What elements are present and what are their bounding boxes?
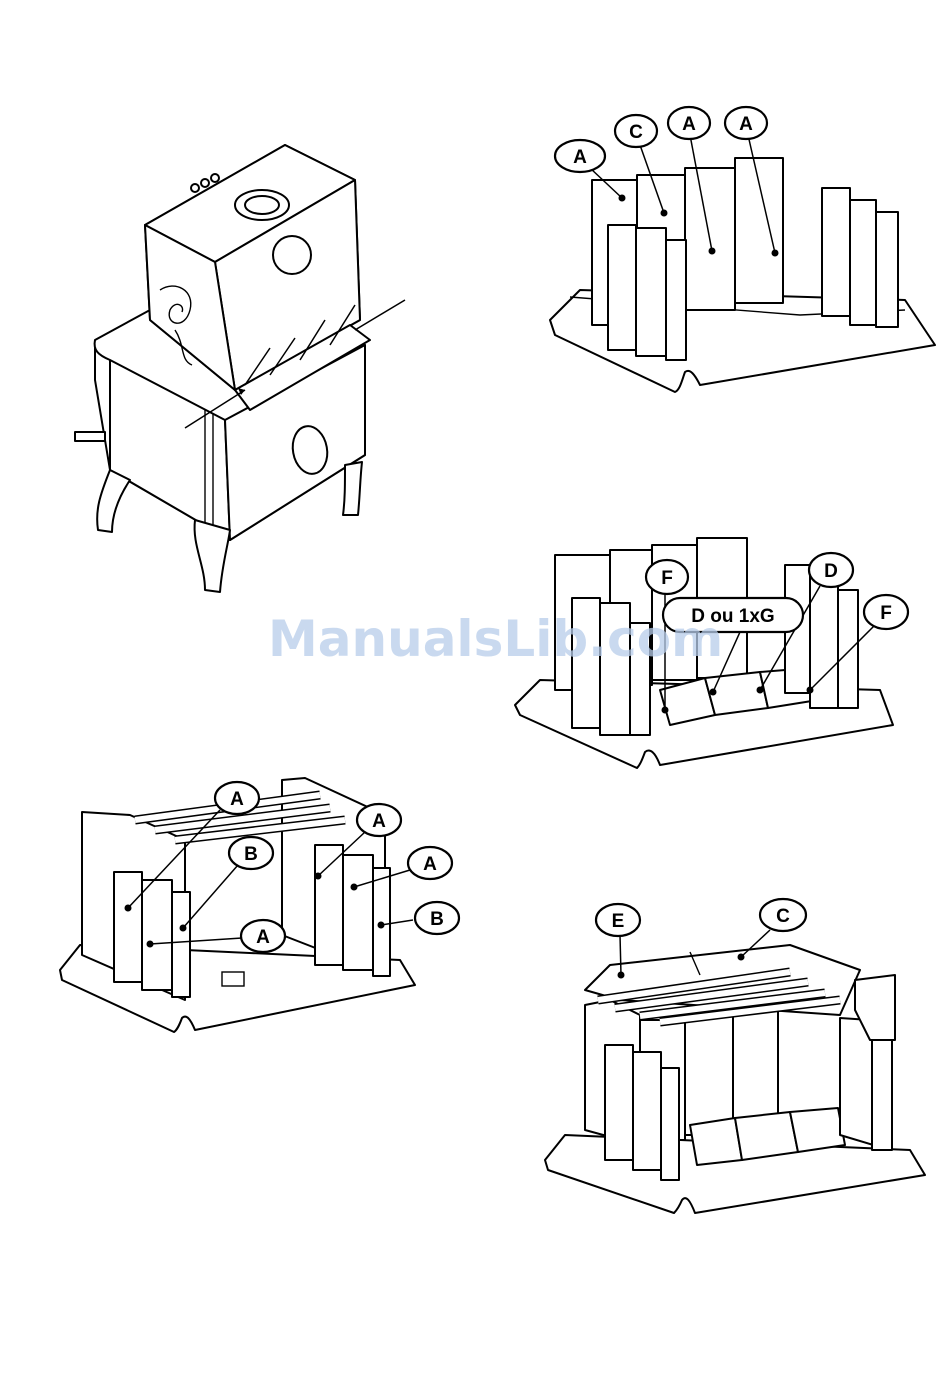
callout-label: A <box>256 927 270 948</box>
firebox-step-1-figure: A C A A <box>550 107 935 392</box>
callout-label: A <box>739 114 753 135</box>
callout-label: A <box>230 789 244 810</box>
firebox-step-2-figure: F D D ou 1xG F <box>515 538 908 768</box>
firebox-step-4-figure: E C <box>545 899 925 1213</box>
callout-label: A <box>423 854 437 875</box>
callout-label: D ou 1xG <box>691 606 774 627</box>
callout-label: B <box>244 844 258 865</box>
callout-label: B <box>430 909 444 930</box>
callout-label: A <box>372 811 386 832</box>
firebox-step-3-figure: A B A A A B <box>60 778 459 1032</box>
callout-label: C <box>629 122 643 143</box>
stove-overview-figure <box>75 145 405 592</box>
callout-label: A <box>573 147 587 168</box>
callout-label: F <box>661 568 673 589</box>
callout-label: A <box>682 114 696 135</box>
callout-label: C <box>776 906 790 927</box>
callout-label: E <box>612 911 625 932</box>
callout-label: D <box>824 561 838 582</box>
callout-label: F <box>880 603 892 624</box>
